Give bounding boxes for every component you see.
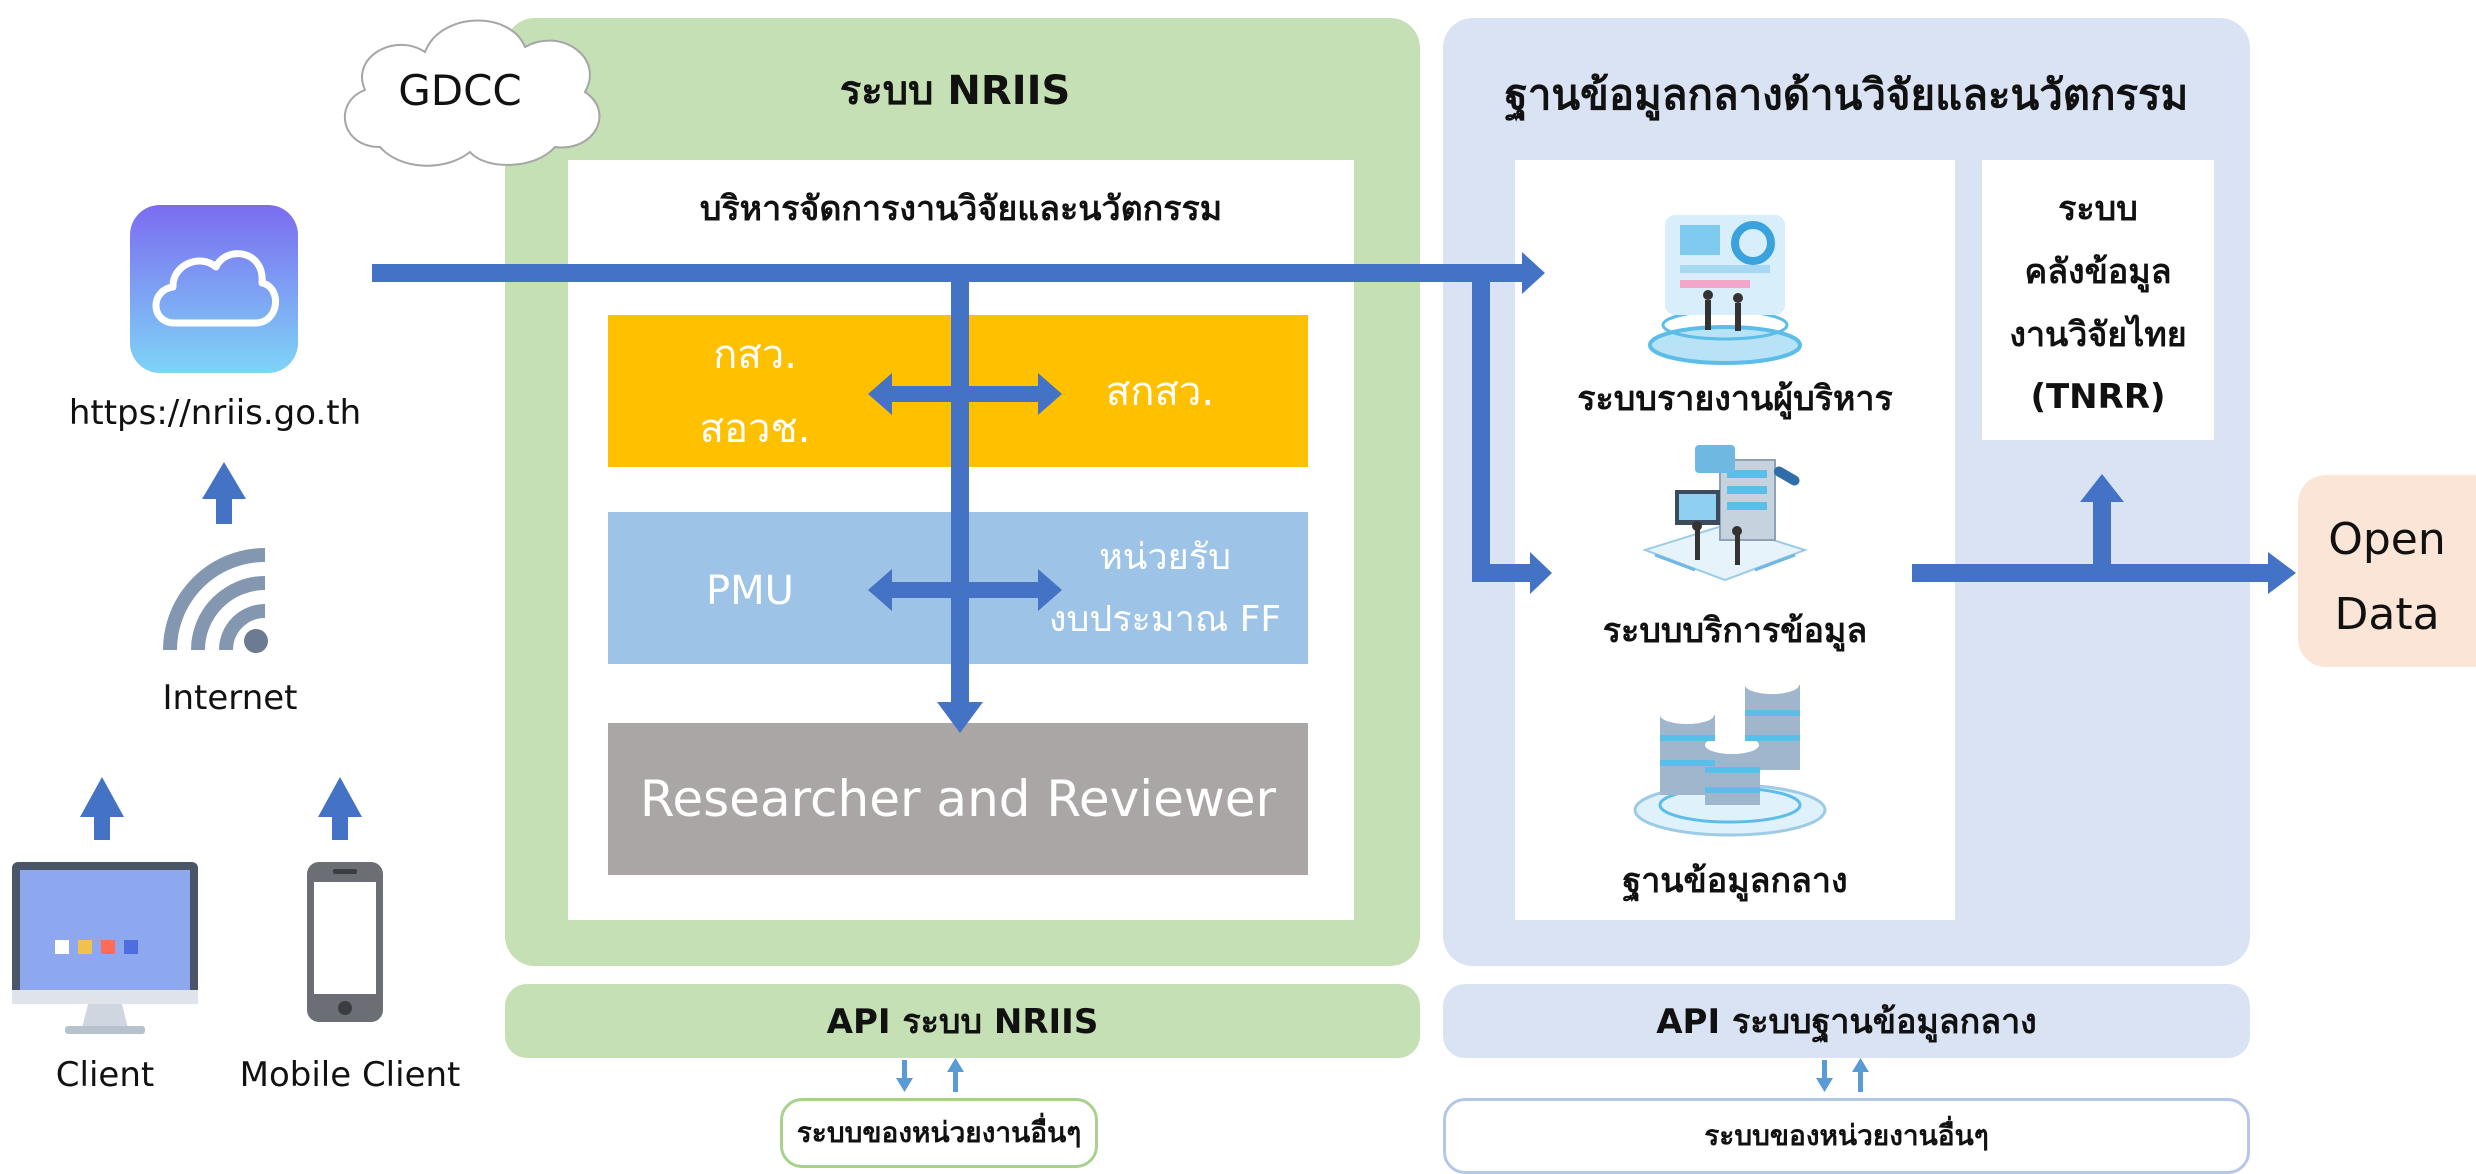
nriis-url-label[interactable]: https://nriis.go.th: [68, 392, 362, 433]
open-data-line-1: Open: [2328, 514, 2446, 565]
tnrr-line-3: งานวิจัยไทย: [2009, 315, 2187, 355]
tnrr-line-1: ระบบ: [2058, 189, 2138, 229]
researcher-box: Researcher and Reviewer: [608, 723, 1308, 875]
gdcc-cloud: [343, 19, 601, 167]
nriis-api-arrows: [896, 1058, 964, 1092]
up-arrow-url: [202, 462, 246, 524]
gdcc-label: GDCC: [398, 65, 522, 115]
central-db-api-bar: API ระบบฐานข้อมูลกลาง: [1443, 984, 2250, 1058]
tnrr-line-2: คลังข้อมูล: [2024, 252, 2172, 292]
org-label-nxpo: สอวช.: [699, 406, 811, 452]
pmu-label: PMU: [706, 568, 794, 614]
up-arrow-mobile: [318, 777, 362, 840]
wifi-icon: [163, 548, 268, 653]
desktop-icon: [12, 862, 198, 1034]
org-label-tsri-board: กสว.: [713, 332, 797, 378]
database-icon: [1633, 676, 1827, 837]
central-db-title: ฐานข้อมูลกลางด้านวิจัยและนวัตกรรม: [1504, 70, 2189, 119]
mobile-client-label: Mobile Client: [239, 1054, 461, 1095]
nriis-api-bar: API ระบบ NRIIS: [505, 984, 1420, 1058]
exec-report-label: ระบบรายงานผู้บริหาร: [1577, 378, 1893, 419]
open-data-line-2: Data: [2334, 589, 2440, 640]
data-service-label: ระบบบริการข้อมูล: [1602, 610, 1868, 651]
dashboard-icon: [1648, 215, 1802, 365]
central-other-agencies: ระบบของหน่วยงานอื่นๆ: [1443, 1098, 2250, 1174]
nriis-subtitle: บริหารจัดการงานวิจัยและนวัตกรรม: [699, 188, 1223, 229]
server-icon: [1641, 445, 1809, 582]
mobile-icon: [307, 862, 383, 1022]
funding-unit-label-2: งบประมาณ FF: [1048, 598, 1282, 640]
central-api-arrows: [1816, 1058, 1869, 1092]
nriis-title: ระบบ NRIIS: [839, 68, 1071, 114]
funding-unit-label-1: หน่วยรับ: [1099, 536, 1231, 578]
tnrr-box: [1982, 160, 2214, 440]
open-data-box: [2298, 475, 2476, 667]
cloud-icon: [130, 205, 298, 373]
tnrr-line-4: (TNRR): [2030, 377, 2166, 417]
client-label: Client: [55, 1054, 155, 1095]
org-label-tsri: สกสว.: [1105, 369, 1215, 415]
up-arrow-desktop: [80, 777, 124, 840]
internet-label: Internet: [162, 677, 298, 718]
nriis-other-agencies: ระบบของหน่วยงานอื่นๆ: [780, 1098, 1098, 1168]
central-database-label: ฐานข้อมูลกลาง: [1622, 860, 1848, 901]
